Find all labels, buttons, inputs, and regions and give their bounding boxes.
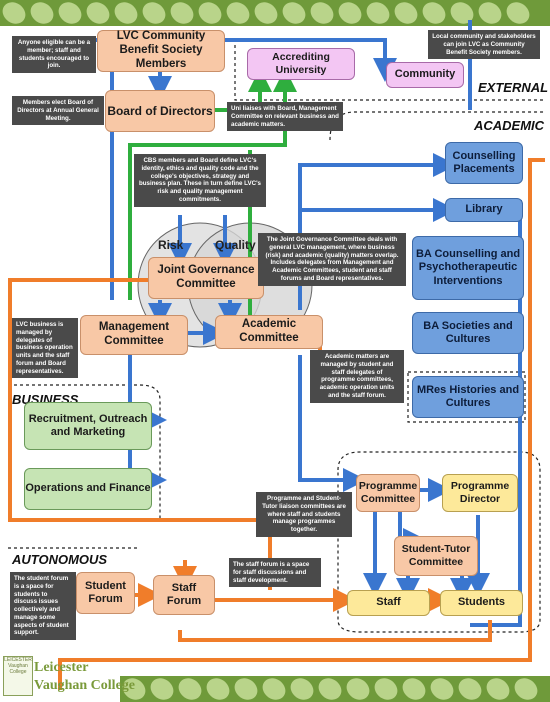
- mres-box[interactable]: MRes Histories and Cultures: [412, 376, 524, 418]
- student-tutor-committee-box[interactable]: Student-Tutor Committee: [394, 536, 478, 576]
- note-eligible: Anyone eligible can be a member; staff a…: [12, 36, 96, 73]
- ba-societies-box[interactable]: BA Societies and Cultures: [412, 312, 524, 354]
- ba-counselling-box[interactable]: BA Counselling and Psychotherapeutic Int…: [412, 236, 524, 300]
- section-academic: ACADEMIC: [474, 118, 545, 133]
- venn-quality-label: Quality: [215, 238, 256, 252]
- venn-risk-label: Risk: [158, 238, 184, 252]
- note-local-community: Local community and stakeholders can joi…: [428, 30, 540, 60]
- note-programme-committees: Programme and Student-Tutor liaison comm…: [256, 492, 352, 537]
- note-staff-forum: The staff forum is a space for staff dis…: [229, 558, 321, 588]
- note-cbs-identity: CBS members and Board define LVC's ident…: [134, 154, 266, 207]
- staff-box[interactable]: Staff: [347, 590, 430, 616]
- student-forum-box[interactable]: Student Forum: [76, 572, 135, 614]
- logo-line-2: Vaughan College: [34, 678, 136, 693]
- note-university-liaison: Uni liaises with Board, Management Commi…: [227, 102, 343, 132]
- section-autonomous: AUTONOMOUS: [12, 552, 108, 567]
- operations-finance-box[interactable]: Operations and Finance: [24, 468, 152, 510]
- management-committee-box[interactable]: Management Committee: [80, 315, 188, 355]
- board-of-directors-box[interactable]: Board of Directors: [105, 90, 215, 132]
- lvc-members-box[interactable]: LVC Community Benefit Society Members: [97, 30, 225, 72]
- bottom-leaf-border: [120, 676, 550, 702]
- academic-committee-box[interactable]: Academic Committee: [215, 315, 323, 349]
- students-box[interactable]: Students: [440, 590, 523, 616]
- note-jgc: The Joint Governance Committee deals wit…: [258, 233, 406, 286]
- counselling-placements-box[interactable]: Counselling Placements: [445, 142, 523, 184]
- recruitment-box[interactable]: Recruitment, Outreach and Marketing: [24, 402, 152, 450]
- community-box[interactable]: Community: [386, 62, 464, 88]
- section-external: EXTERNAL: [478, 80, 549, 95]
- note-academic-matters: Academic matters are managed by student …: [310, 350, 404, 403]
- programme-committee-box[interactable]: Programme Committee: [356, 474, 420, 512]
- library-box[interactable]: Library: [445, 198, 523, 222]
- logo-line-1: Leicester: [34, 660, 89, 675]
- note-business-managed: LVC business is managed by delegates of …: [12, 318, 78, 379]
- staff-forum-box[interactable]: Staff Forum: [153, 575, 215, 615]
- accrediting-university-box[interactable]: Accrediting University: [247, 48, 355, 80]
- note-student-forum: The student forum is a space for student…: [10, 572, 76, 640]
- top-leaf-border: [0, 0, 550, 26]
- programme-director-box[interactable]: Programme Director: [442, 474, 518, 512]
- note-elect-board: Members elect Board of Directors at Annu…: [12, 96, 104, 126]
- joint-governance-committee-box[interactable]: Joint Governance Committee: [148, 257, 264, 299]
